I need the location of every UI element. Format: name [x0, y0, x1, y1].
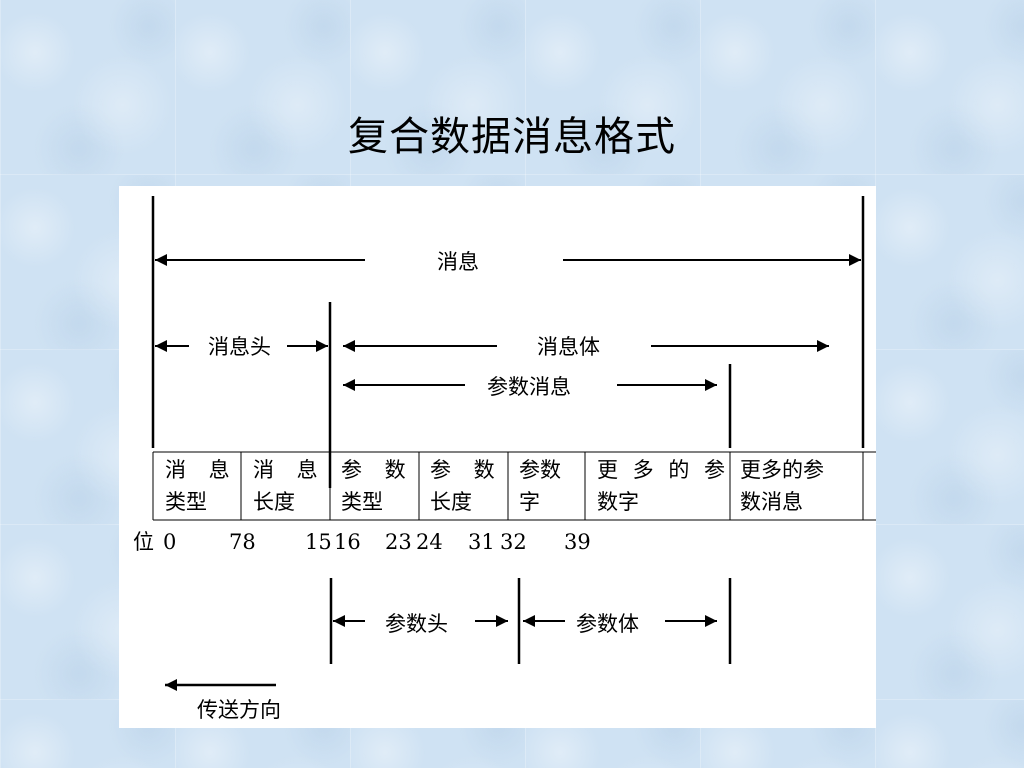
message-header-label: 消息头 — [208, 335, 271, 359]
field-line: 参 数 — [430, 458, 503, 482]
field-line: 更 多 的 参 — [597, 458, 730, 482]
field-line: 参数 — [519, 458, 561, 482]
field-line: 参 数 — [341, 458, 414, 482]
field-line: 数消息 — [740, 490, 803, 514]
bit-position: 16 — [334, 530, 361, 554]
param-header-label: 参数头 — [385, 612, 448, 636]
direction-label: 传送方向 — [197, 698, 281, 722]
field-line: 长度 — [253, 490, 295, 514]
bit-position: 78 — [229, 530, 256, 554]
bit-position: 23 — [385, 530, 412, 554]
field-line: 消 息 — [165, 458, 238, 482]
param-message-label: 参数消息 — [487, 375, 571, 399]
message-body-label: 消息体 — [537, 335, 600, 359]
field-line: 数字 — [597, 490, 639, 514]
field-line: 消 息 — [253, 458, 326, 482]
field-line: 长度 — [430, 490, 472, 514]
bit-position: 24 — [416, 530, 443, 554]
param-body-label: 参数体 — [576, 612, 639, 636]
diagram-lines — [151, 196, 876, 691]
bit-position: 15 — [305, 530, 332, 554]
message-format-diagram: 消息 消息头 消息体 参数消息 参数头 参数体 传送方向 消 息 类型 消 息 … — [119, 186, 876, 728]
slide-title: 复合数据消息格式 — [348, 114, 676, 160]
message-label: 消息 — [437, 250, 479, 274]
bit-position: 31 — [468, 530, 495, 554]
bit-position: 39 — [564, 530, 591, 554]
bit-position: 0 — [163, 530, 177, 554]
field-line: 类型 — [341, 490, 383, 514]
field-line: 字 — [519, 490, 540, 514]
bit-label: 位 — [133, 530, 154, 554]
field-table — [152, 451, 876, 521]
field-line: 类型 — [165, 490, 207, 514]
bit-position: 32 — [500, 530, 527, 554]
field-line: 更多的参 — [740, 458, 824, 482]
